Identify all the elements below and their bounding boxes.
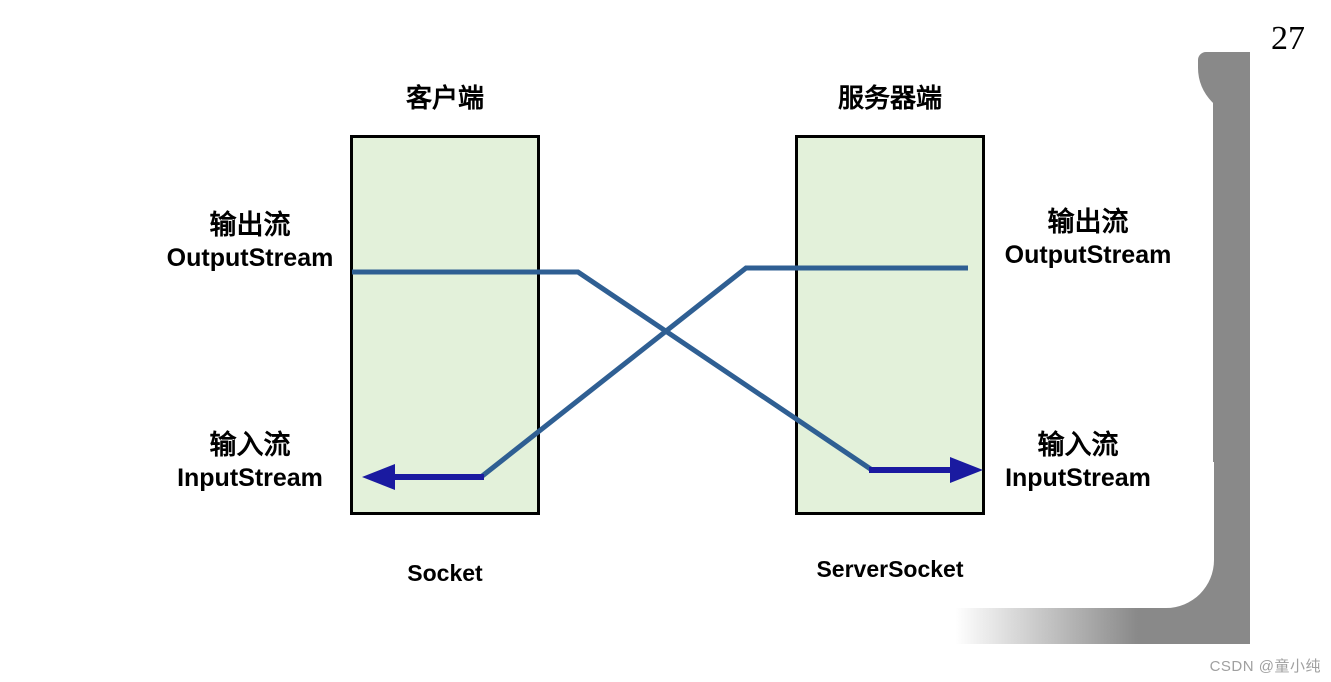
client-title: 客户端 xyxy=(405,83,484,113)
client-output-stream-cn: 输出流 xyxy=(209,210,291,240)
frame-bottom-gradient-bar xyxy=(955,608,1250,644)
server-input-stream-cn: 输入流 xyxy=(1037,430,1119,460)
server-socket-type-label: ServerSocket xyxy=(816,556,964,582)
frame-right-bar xyxy=(1213,52,1250,644)
frame-corner-notch xyxy=(1075,462,1214,608)
server-input-stream-label: 输入流 InputStream xyxy=(988,428,1168,494)
server-input-stream-en: InputStream xyxy=(1005,464,1151,492)
client-output-stream-label: 输出流 OutputStream xyxy=(150,208,350,274)
watermark: CSDN @童小纯 xyxy=(1209,658,1321,675)
server-output-stream-cn: 输出流 xyxy=(1047,207,1129,237)
client-input-stream-label: 输入流 InputStream xyxy=(150,428,350,494)
page-number: 27 xyxy=(1271,20,1305,57)
server-output-stream-en: OutputStream xyxy=(1004,241,1172,269)
server-title: 服务器端 xyxy=(837,83,942,113)
client-input-stream-cn: 输入流 xyxy=(209,430,291,460)
server-output-stream-label: 输出流 OutputStream xyxy=(988,205,1188,271)
client-socket-type-label: Socket xyxy=(407,560,483,586)
client-socket-box xyxy=(350,135,540,515)
client-output-stream-en: OutputStream xyxy=(166,244,334,272)
server-socket-box xyxy=(795,135,985,515)
client-input-stream-en: InputStream xyxy=(177,464,323,492)
